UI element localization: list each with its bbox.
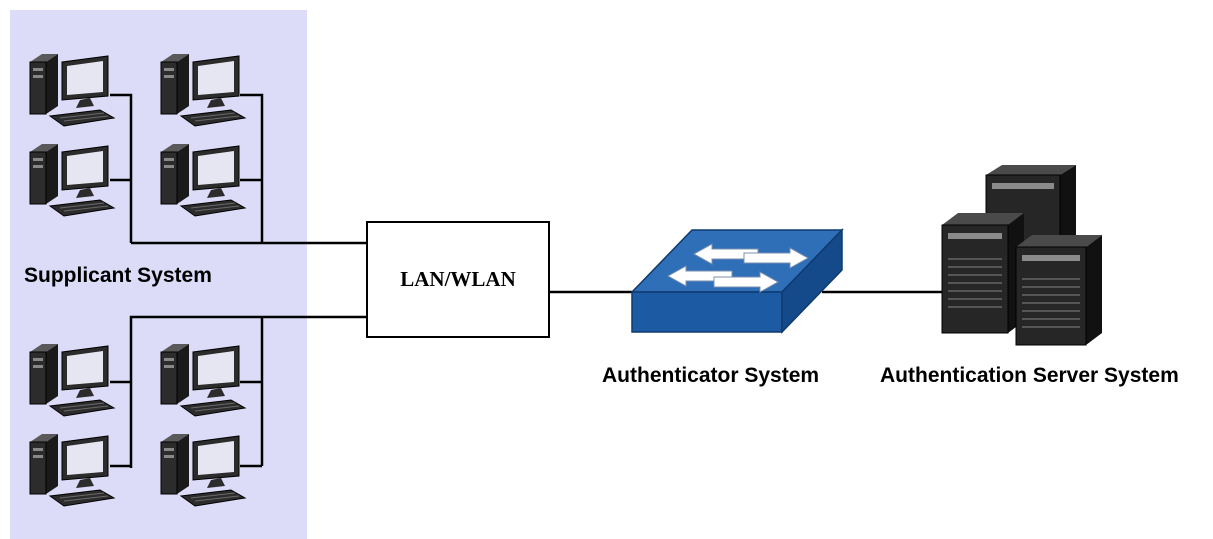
wire-bottom-bus xyxy=(129,315,366,468)
authenticator-system-label: Authenticator System xyxy=(602,364,820,387)
supplicant-panel xyxy=(10,10,307,539)
computer-icon xyxy=(155,48,251,132)
supplicant-system-label: Supplicant System xyxy=(24,264,212,287)
server-icon xyxy=(941,165,1102,346)
computer-icon xyxy=(24,138,120,222)
authentication-server-system-label: Authentication Server System xyxy=(880,364,1179,387)
lan-wlan-label: LAN/WLAN xyxy=(400,267,516,291)
wire-top-pc1 xyxy=(110,93,133,243)
computer-icon xyxy=(24,338,120,422)
computer-icon xyxy=(24,428,120,512)
lan-wlan-box: LAN/WLAN xyxy=(366,221,550,338)
wire-top-pc2 xyxy=(240,93,264,243)
switch-icon xyxy=(630,228,844,334)
computer-icon xyxy=(24,48,120,132)
computer-icon xyxy=(155,138,251,222)
computer-icon xyxy=(155,338,251,422)
computer-icon xyxy=(155,428,251,512)
